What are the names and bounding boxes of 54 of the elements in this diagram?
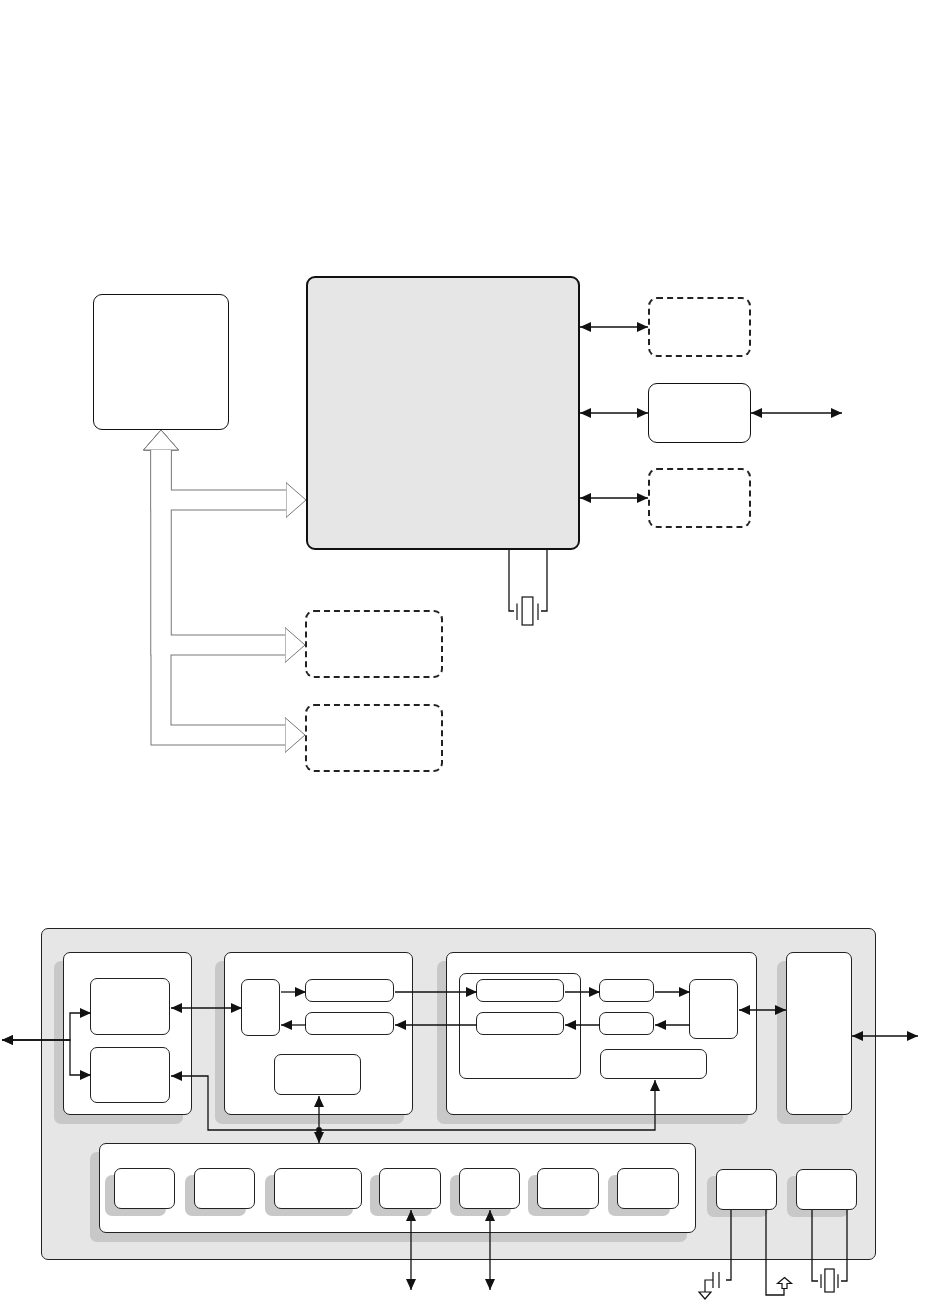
power-symbol xyxy=(777,1277,792,1289)
wire xyxy=(811,1209,819,1282)
chip-block xyxy=(306,276,580,550)
arrow xyxy=(738,1005,787,1015)
module-box xyxy=(459,973,581,1079)
arrow xyxy=(654,987,691,997)
rounded-box xyxy=(93,294,229,430)
module-box xyxy=(475,978,564,1002)
dashed-box xyxy=(305,610,443,678)
wire xyxy=(840,1209,848,1282)
module-box xyxy=(599,979,654,1002)
arrow xyxy=(579,322,649,332)
dashed-box xyxy=(305,704,443,772)
arrow xyxy=(170,1003,243,1013)
arrow xyxy=(314,1095,324,1128)
junction-dot xyxy=(315,1126,322,1133)
bus-arrow xyxy=(143,429,306,753)
arrow xyxy=(579,408,649,418)
arrow xyxy=(851,1031,919,1041)
arrow xyxy=(314,1132,324,1144)
crystal-symbol xyxy=(818,1268,841,1293)
module-box xyxy=(305,1012,394,1035)
module-box xyxy=(90,978,170,1035)
module-box xyxy=(305,979,394,1002)
arrow xyxy=(485,1209,495,1291)
crystal-symbol xyxy=(514,596,541,626)
arrow xyxy=(321,1079,660,1131)
arrow xyxy=(564,987,601,997)
wire xyxy=(725,1209,732,1281)
arrow xyxy=(170,1071,317,1131)
arrow xyxy=(394,987,478,997)
dashed-box xyxy=(648,297,751,357)
arrow xyxy=(394,1020,478,1030)
module-box xyxy=(475,1011,564,1035)
module-box xyxy=(241,979,280,1036)
arrow xyxy=(280,1020,307,1030)
module-box xyxy=(689,979,738,1039)
wire xyxy=(508,549,515,612)
module-box xyxy=(600,1049,707,1079)
arrow xyxy=(406,1209,416,1291)
arrow xyxy=(654,1020,691,1030)
arrow xyxy=(1,1035,92,1080)
dashed-box xyxy=(648,468,751,528)
module-box xyxy=(599,1012,654,1035)
arrow xyxy=(579,493,649,503)
wire xyxy=(765,1209,785,1296)
arrow xyxy=(280,987,307,997)
chip-outline xyxy=(41,928,876,1260)
module-box xyxy=(90,1047,170,1103)
rounded-box xyxy=(648,383,751,443)
arrow xyxy=(750,408,843,418)
arrow xyxy=(564,1020,601,1030)
module-box xyxy=(274,1054,361,1095)
wire xyxy=(540,549,548,612)
